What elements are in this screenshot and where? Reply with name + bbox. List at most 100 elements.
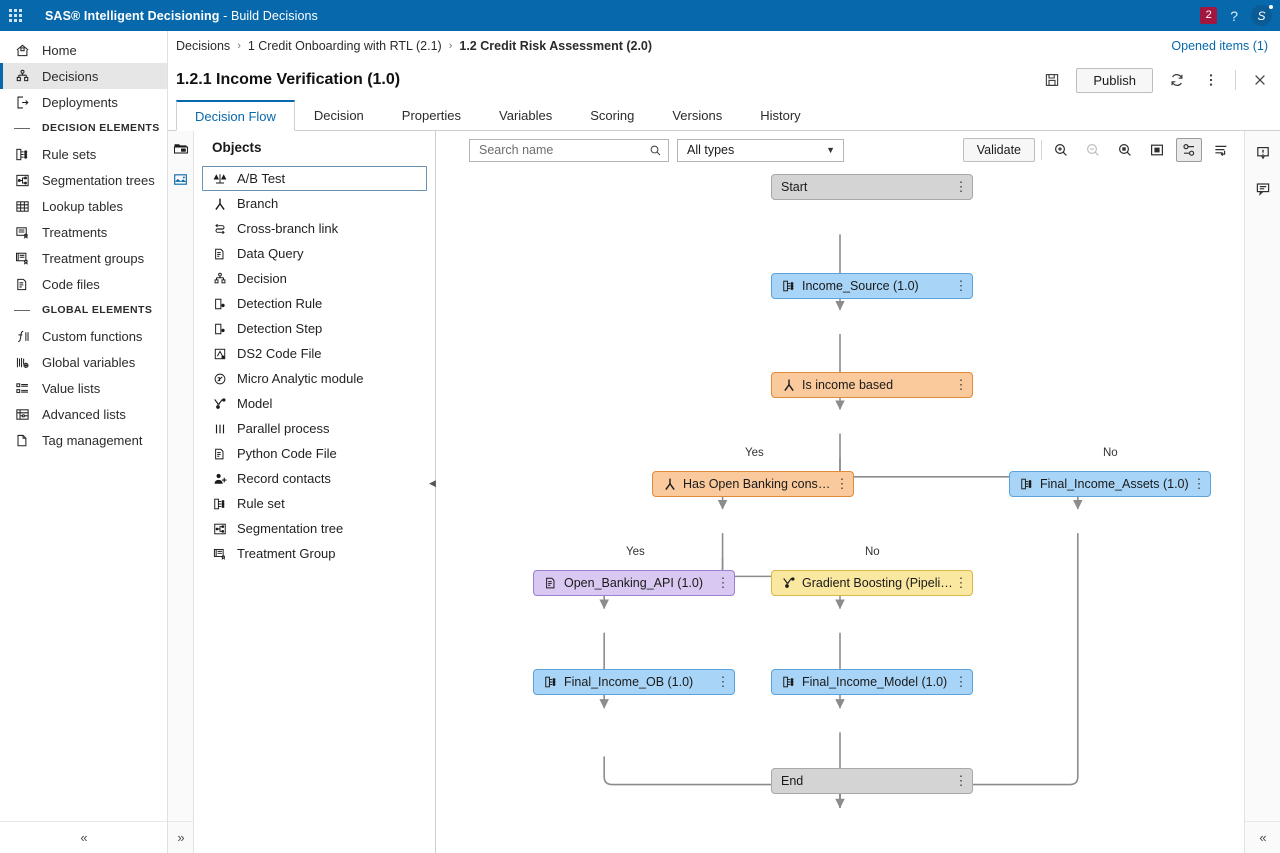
flow-diagram[interactable]: Start ⋮ Income_Source (1.0) ⋮ Is income … [436, 169, 1244, 853]
app-shell: Home Decisions Deployments DECISION ELEM… [0, 31, 1280, 853]
rule-set-icon [781, 279, 796, 294]
more-vertical-icon[interactable]: ⋮ [954, 575, 968, 590]
layout-panel-icon[interactable] [172, 166, 196, 192]
object-item-data-query[interactable]: Data Query [202, 241, 427, 266]
search-input-wrapper[interactable] [469, 138, 669, 162]
right-rail: « [1244, 131, 1280, 853]
fit-to-screen-icon[interactable] [1144, 138, 1170, 162]
sidebar-item-decisions[interactable]: Decisions [0, 63, 167, 89]
flow-node-final-income-ob[interactable]: Final_Income_OB (1.0) ⋮ [533, 669, 735, 695]
sidebar-item-lookup-tables[interactable]: Lookup tables [0, 193, 167, 219]
tab-versions[interactable]: Versions [672, 108, 723, 123]
sidebar-item-custom-functions[interactable]: Custom functions [0, 323, 167, 349]
notification-badge[interactable]: 2 [1200, 7, 1218, 24]
flow-node-final-income-model[interactable]: Final_Income_Model (1.0) ⋮ [771, 669, 973, 695]
alerts-icon[interactable] [1253, 143, 1273, 163]
app-grid-icon[interactable] [0, 9, 31, 22]
layout-toggle-icon[interactable] [1176, 138, 1202, 162]
sidebar-item-deployments[interactable]: Deployments [0, 89, 167, 115]
more-vertical-icon[interactable]: ⋮ [954, 179, 968, 194]
object-item-label: Detection Rule [237, 296, 323, 311]
flow-node-income-source[interactable]: Income_Source (1.0) ⋮ [771, 273, 973, 299]
object-item-model[interactable]: Model [202, 391, 427, 416]
auto-arrange-icon[interactable] [1208, 138, 1234, 162]
object-item-branch[interactable]: Branch [202, 191, 427, 216]
sidebar-item-advanced-lists[interactable]: Advanced lists [0, 401, 167, 427]
object-item-segmentation-tree[interactable]: Segmentation tree [202, 516, 427, 541]
sidebar-item-value-lists[interactable]: Value lists [0, 375, 167, 401]
right-rail-collapse-button[interactable]: « [1259, 830, 1266, 845]
flow-node-gradient-boosting[interactable]: Gradient Boosting (Pipelin… ⋮ [771, 570, 973, 596]
section-divider-icon [14, 309, 30, 311]
sidebar-item-tag-management[interactable]: Tag management [0, 427, 167, 453]
sidebar-collapse-button[interactable]: « [80, 830, 87, 845]
more-vertical-icon[interactable]: ⋮ [1192, 476, 1206, 491]
breadcrumb-item-decisions[interactable]: Decisions [176, 38, 231, 53]
object-item-record-contacts[interactable]: Record contacts [202, 466, 427, 491]
sidebar-item-code-files[interactable]: Code files [0, 271, 167, 297]
more-vertical-icon[interactable]: ⋮ [835, 476, 849, 491]
sidebar-item-global-variables[interactable]: Global variables [0, 349, 167, 375]
left-navigation: Home Decisions Deployments DECISION ELEM… [0, 31, 168, 853]
more-vertical-icon[interactable]: ⋮ [954, 773, 968, 788]
object-item-parallel-process[interactable]: Parallel process [202, 416, 427, 441]
breadcrumb-item-parent[interactable]: 1 Credit Onboarding with RTL (2.1) [247, 38, 442, 53]
object-item-detection-rule[interactable]: Detection Rule [202, 291, 427, 316]
sidebar-item-label: Advanced lists [42, 406, 126, 422]
more-vertical-icon[interactable]: ⋮ [716, 575, 730, 590]
objects-panel-expand-button[interactable]: » [177, 830, 184, 845]
tab-decision-flow[interactable]: Decision Flow [176, 100, 295, 131]
flow-node-end[interactable]: End ⋮ [771, 768, 973, 794]
object-item-micro-analytic-module[interactable]: Micro Analytic module [202, 366, 427, 391]
more-vertical-icon[interactable]: ⋮ [954, 377, 968, 392]
zoom-reset-icon[interactable] [1112, 138, 1138, 162]
flow-node-has-open-banking-consent[interactable]: Has Open Banking consent ⋮ [652, 471, 854, 497]
object-item-rule-set[interactable]: Rule set [202, 491, 427, 516]
refresh-icon[interactable] [1167, 70, 1187, 90]
object-item-ds2-code-file[interactable]: DS2 Code File [202, 341, 427, 366]
save-icon[interactable] [1042, 70, 1062, 90]
flow-node-start[interactable]: Start ⋮ [771, 174, 973, 200]
flow-node-open-banking-api[interactable]: Open_Banking_API (1.0) ⋮ [533, 570, 735, 596]
decisions-icon [14, 68, 30, 84]
breadcrumb: Decisions › 1 Credit Onboarding with RTL… [168, 31, 1280, 60]
collapse-handle-icon[interactable]: ◀ [429, 477, 436, 488]
tab-variables[interactable]: Variables [499, 108, 553, 123]
sidebar-item-segmentation-trees[interactable]: Segmentation trees [0, 167, 167, 193]
opened-items-link[interactable]: Opened items (1) [1171, 38, 1268, 53]
sidebar-item-treatment-groups[interactable]: Treatment groups [0, 245, 167, 271]
flow-node-final-income-assets[interactable]: Final_Income_Assets (1.0) ⋮ [1009, 471, 1211, 497]
more-vertical-icon[interactable]: ⋮ [954, 278, 968, 293]
section-divider-icon [14, 127, 30, 129]
search-input[interactable] [479, 143, 649, 157]
objects-library-icon[interactable] [172, 139, 190, 157]
object-item-python-code-file[interactable]: Python Code File [202, 441, 427, 466]
zoom-in-icon[interactable] [1048, 138, 1074, 162]
publish-button[interactable]: Publish [1076, 67, 1153, 93]
tab-scoring[interactable]: Scoring [590, 108, 635, 123]
more-vertical-icon[interactable]: ⋮ [954, 674, 968, 689]
object-item-detection-step[interactable]: Detection Step [202, 316, 427, 341]
comments-icon[interactable] [1253, 179, 1273, 199]
main-split: » Objects A/B Test Branch [168, 131, 1280, 853]
more-vertical-icon[interactable] [1201, 70, 1221, 90]
validate-button[interactable]: Validate [962, 138, 1035, 162]
object-item-label: DS2 Code File [237, 346, 322, 361]
avatar[interactable]: S [1251, 5, 1273, 26]
flow-node-is-income-based[interactable]: Is income based ⋮ [771, 372, 973, 398]
sidebar-item-treatments[interactable]: Treatments [0, 219, 167, 245]
object-item-treatment-group[interactable]: Treatment Group [202, 541, 427, 566]
object-item-label: Treatment Group [237, 546, 336, 561]
tab-decision[interactable]: Decision [313, 108, 364, 123]
help-icon[interactable]: ? [1230, 7, 1238, 24]
close-icon[interactable] [1250, 70, 1270, 90]
object-item-cross-branch-link[interactable]: Cross-branch link [202, 216, 427, 241]
sidebar-item-rule-sets[interactable]: Rule sets [0, 141, 167, 167]
tab-history[interactable]: History [760, 108, 801, 123]
type-filter-select[interactable]: All types ▼ [677, 138, 844, 162]
more-vertical-icon[interactable]: ⋮ [716, 674, 730, 689]
object-item-decision[interactable]: Decision [202, 266, 427, 291]
object-item-ab-test[interactable]: A/B Test [202, 166, 427, 191]
tab-properties[interactable]: Properties [401, 108, 462, 123]
sidebar-item-home[interactable]: Home [0, 37, 167, 63]
